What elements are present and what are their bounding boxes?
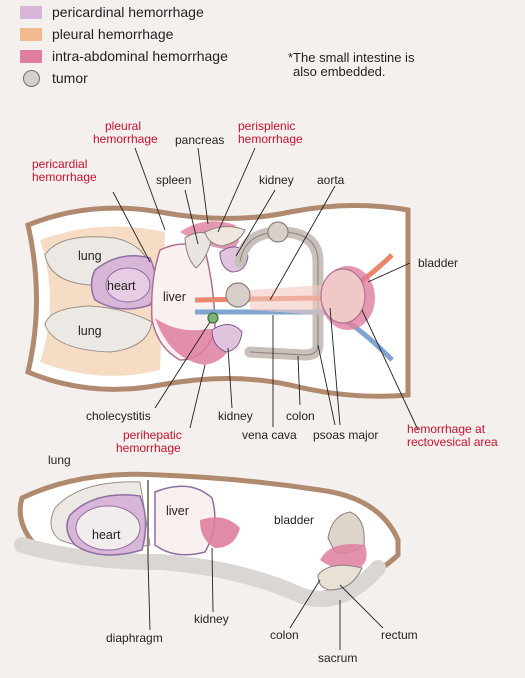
label-liver-side: liver xyxy=(166,504,189,518)
gallbladder-shape xyxy=(207,312,219,324)
label-rectovesical-hemorrhage: hemorrhage at rectovesical area xyxy=(407,422,498,449)
pleural-swatch xyxy=(20,27,42,41)
label-liver: liver xyxy=(163,290,186,304)
tumor-shape xyxy=(225,282,251,308)
rectovesical-side-hemorrhage xyxy=(320,544,367,569)
label-lung-lower: lung xyxy=(78,324,102,338)
small-intestine-note: *The small intestine is also embedded. xyxy=(288,51,414,79)
label-lung-side: lung xyxy=(48,453,71,467)
kidney-side-hemorrhage xyxy=(200,517,240,548)
legend-label: pericardinal hemorrhage xyxy=(52,4,204,20)
label-spleen: spleen xyxy=(156,173,192,187)
top-view-diagram xyxy=(25,202,411,399)
heart-shape xyxy=(105,267,151,303)
legend-item-intra-abdominal: intra-abdominal hemorrhage xyxy=(20,47,228,65)
legend-item-pericardial: pericardinal hemorrhage xyxy=(20,3,204,21)
label-cholecystitis: cholecystitis xyxy=(86,409,151,423)
legend-label: intra-abdominal hemorrhage xyxy=(52,48,228,64)
intra-abdominal-swatch xyxy=(20,49,42,63)
legend-item-pleural: pleural hemorrhage xyxy=(20,25,173,43)
label-aorta: aorta xyxy=(317,173,345,187)
label-kidney-top: kidney xyxy=(259,173,294,187)
label-bladder: bladder xyxy=(418,256,459,270)
top-leader-lines xyxy=(112,147,419,431)
legend-item-tumor: tumor xyxy=(20,69,88,87)
tumor-shape xyxy=(267,221,289,243)
side-leader-lines xyxy=(147,547,384,650)
label-heart-side: heart xyxy=(92,528,121,542)
label-sacrum: sacrum xyxy=(318,651,358,665)
legend-label: pleural hemorrhage xyxy=(52,26,174,42)
label-diaphragm: diaphragm xyxy=(106,631,163,645)
pericardial-swatch xyxy=(20,5,42,19)
legend-label: tumor xyxy=(52,70,88,86)
label-kidney-bottom: kidney xyxy=(218,409,253,423)
heart-side-shape xyxy=(75,505,141,551)
label-vena-cava: vena cava xyxy=(242,428,297,442)
note-line-1: *The small intestine is xyxy=(288,50,415,65)
label-pancreas: pancreas xyxy=(175,133,225,147)
tumor-swatch xyxy=(23,69,40,87)
label-bladder-side: bladder xyxy=(274,513,315,527)
label-perihepatic-hemorrhage: perihepatic hemorrhage xyxy=(116,428,182,455)
label-pleural-hemorrhage: pleural hemorrhage xyxy=(93,119,158,146)
note-line-2: also embedded. xyxy=(293,64,386,79)
label-rectum: rectum xyxy=(381,628,418,642)
label-colon-side: colon xyxy=(270,628,299,642)
pancreas-shape xyxy=(204,226,246,247)
label-psoas-major: psoas major xyxy=(313,428,379,442)
side-view-diagram xyxy=(14,471,401,607)
label-colon-top: colon xyxy=(286,409,315,423)
label-perisplenic-hemorrhage: perisplenic hemorrhage xyxy=(238,119,303,146)
spine-band xyxy=(14,537,386,607)
label-lung-upper: lung xyxy=(78,249,102,263)
colon-outline xyxy=(239,231,319,356)
label-kidney-side: kidney xyxy=(194,612,229,626)
bladder-shape xyxy=(320,268,366,324)
rectum-side-shape xyxy=(317,564,363,591)
label-pericardial-hemorrhage: pericardial hemorrhage xyxy=(32,157,97,184)
kidney-lower-shape xyxy=(211,324,243,353)
label-heart: heart xyxy=(107,279,136,293)
spleen-shape xyxy=(184,232,213,269)
